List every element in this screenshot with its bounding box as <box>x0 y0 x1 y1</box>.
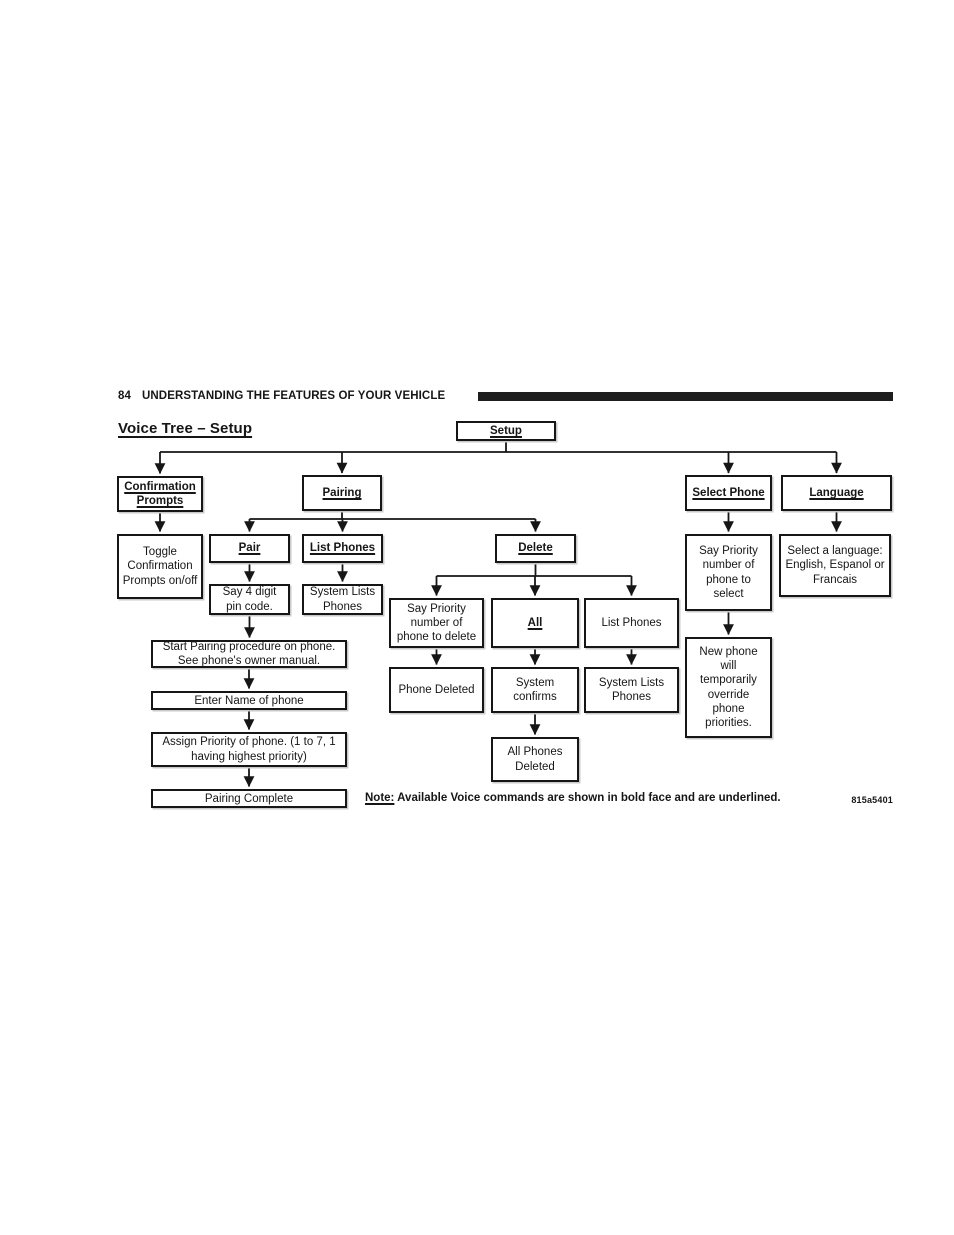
flow-node-select-phone: Select Phone <box>685 475 772 511</box>
flow-node-say-priority-delete: Say Priority number of phone to delete <box>389 598 484 648</box>
flow-node-say-pin: Say 4 digit pin code. <box>209 584 290 615</box>
flow-node-language: Language <box>781 475 892 511</box>
flow-node-phone-deleted: Phone Deleted <box>389 667 484 713</box>
flow-node-toggle-confirmation: Toggle Confirmation Prompts on/off <box>117 534 203 599</box>
flow-node-enter-name: Enter Name of phone <box>151 691 347 710</box>
footnote-label: Note: <box>365 792 395 804</box>
chapter-title: UNDERSTANDING THE FEATURES OF YOUR VEHIC… <box>142 390 446 402</box>
flow-node-start-pairing: Start Pairing procedure on phone. See ph… <box>151 640 347 668</box>
running-header: 84 UNDERSTANDING THE FEATURES OF YOUR VEH… <box>118 390 445 404</box>
flow-node-assign-priority: Assign Priority of phone. (1 to 7, 1 hav… <box>151 732 347 767</box>
flow-node-new-phone-override: New phone will temporarily override phon… <box>685 637 772 738</box>
figure-code: 815a5401 <box>851 795 893 805</box>
flow-node-select-language: Select a language: English, Espanol or F… <box>779 534 891 597</box>
page-number: 84 <box>118 390 131 402</box>
footnote: Note: Available Voice commands are shown… <box>365 792 825 804</box>
flow-node-all-phones-deleted: All Phones Deleted <box>491 737 579 782</box>
header-rule-bar <box>478 392 893 401</box>
flow-node-system-lists-phones-b: System Lists Phones <box>584 667 679 713</box>
section-title: Voice Tree – Setup <box>118 420 253 437</box>
flow-node-delete: Delete <box>495 534 576 563</box>
flow-node-system-lists-phones-a: System Lists Phones <box>302 584 383 615</box>
flow-node-setup: Setup <box>456 421 556 441</box>
flow-node-pairing-complete: Pairing Complete <box>151 789 347 808</box>
flow-node-pairing: Pairing <box>302 475 382 511</box>
footnote-text: Available Voice commands are shown in bo… <box>397 792 781 804</box>
flow-node-confirmation-prompts: Confirmation Prompts <box>117 476 203 512</box>
flow-node-say-priority-select: Say Priority number of phone to select <box>685 534 772 611</box>
flow-node-pair: Pair <box>209 534 290 563</box>
flow-node-list-phones-plain: List Phones <box>584 598 679 648</box>
flow-node-list-phones: List Phones <box>302 534 383 563</box>
flow-node-all: All <box>491 598 579 648</box>
flow-node-system-confirms: System confirms <box>491 667 579 713</box>
